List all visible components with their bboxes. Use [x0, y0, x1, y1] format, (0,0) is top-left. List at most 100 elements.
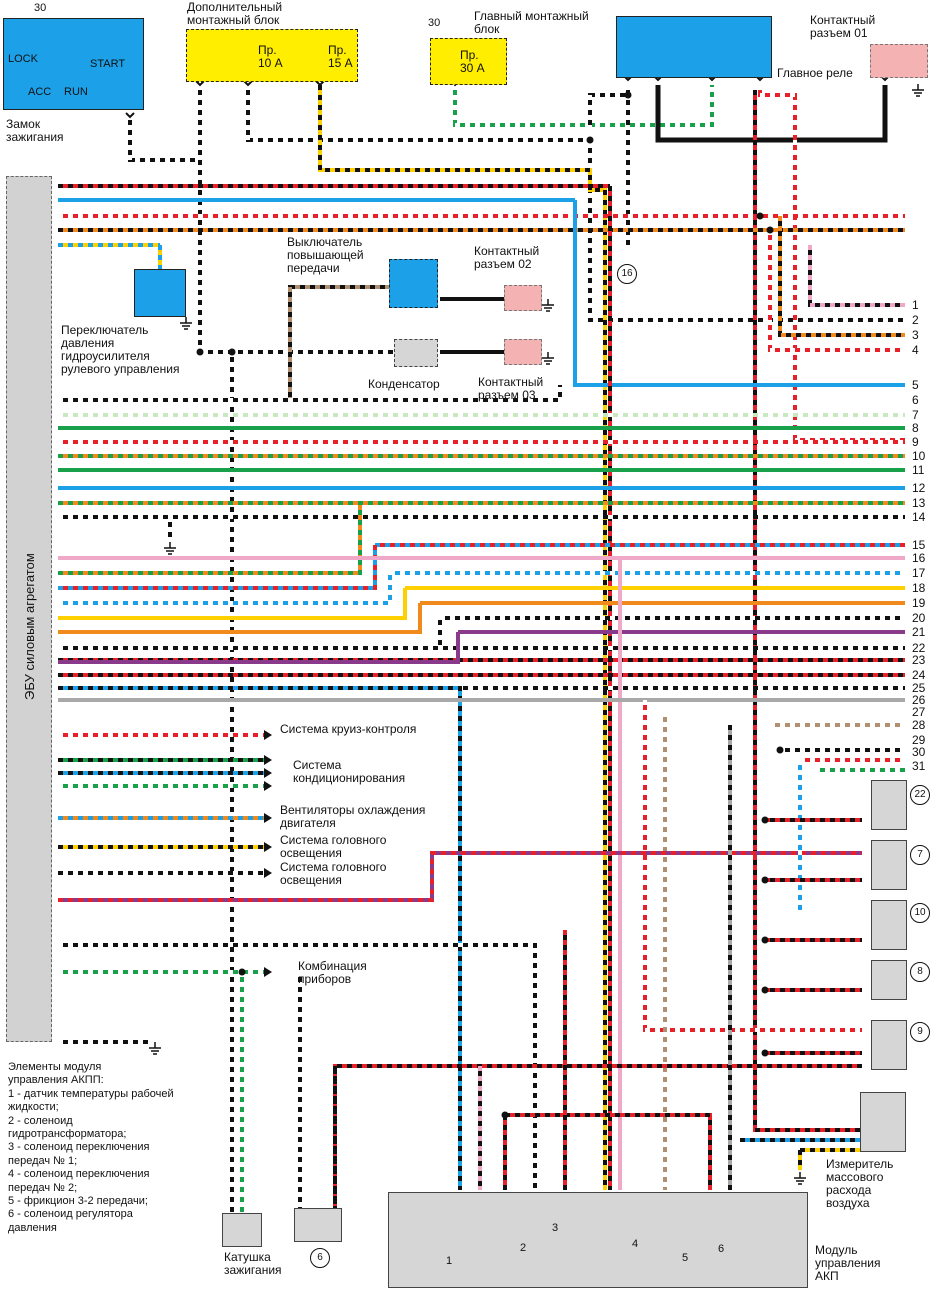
wire-25-stripe	[58, 385, 562, 402]
wire-20	[808, 245, 905, 307]
start-label: START	[90, 58, 126, 70]
junction-dot	[238, 968, 246, 976]
junction-dot	[776, 746, 784, 754]
wire-number-3: 3	[912, 328, 919, 342]
wire-number-15: 15	[912, 538, 926, 552]
main-block-title: Главный монтажный блок	[474, 9, 589, 36]
wire-48-stripe	[58, 545, 377, 590]
wire-number-18: 18	[912, 581, 926, 595]
tcm-element-1: 1	[446, 1255, 453, 1267]
wire-number-13: 13	[912, 496, 926, 510]
wire-52-stripe	[58, 618, 442, 650]
injector-box-22	[871, 780, 907, 830]
wire-67-stripe	[58, 943, 537, 1190]
tcm-element-6: 6	[718, 1243, 725, 1255]
wire-number-17: 17	[912, 566, 926, 580]
ignition-coil-title: Катушка зажигания	[224, 1250, 282, 1277]
condenser-title: Конденсатор	[368, 377, 440, 391]
injector-box-8	[871, 960, 907, 1000]
wire-70-stripe	[333, 1064, 862, 1210]
run-label: RUN	[64, 86, 88, 98]
connector-01-title: Контактный разъем 01	[810, 13, 876, 40]
cruise-label: Система круиз-контроля	[280, 722, 417, 736]
wire-number-16: 16	[912, 551, 926, 565]
wire-4	[453, 85, 714, 127]
wire-number-8: 8	[912, 421, 919, 435]
wire-48	[58, 545, 377, 590]
wire-number-29: 29	[912, 733, 926, 747]
wire-number-26: 26	[912, 693, 926, 707]
connector-chevron	[243, 80, 253, 87]
wire-57-stripe	[643, 700, 862, 1032]
tcm-title: Модуль управления АКП	[815, 1243, 881, 1283]
wire-55-stripe	[58, 686, 462, 1190]
wire-51	[58, 603, 422, 634]
wire-21-stripe	[778, 216, 905, 337]
connector-02-box	[504, 285, 542, 311]
aux-fuse-15a: Пр. 15 А	[328, 43, 353, 70]
acc-label: ACC	[28, 86, 52, 98]
wire-number-25: 25	[912, 681, 926, 695]
main-block-box	[430, 38, 507, 85]
connector-chevron	[315, 80, 325, 87]
wire-47	[58, 503, 362, 575]
injector-ref-9: 9	[910, 1022, 930, 1042]
wire-4-stripe	[453, 85, 714, 127]
wire-21	[778, 216, 905, 337]
wire-20-stripe	[808, 245, 905, 307]
ignition-30-label: 30	[34, 2, 47, 14]
ps-pressure-switch-title: Переключатель давления гидроусилителя ру…	[61, 323, 180, 376]
ground-symbol	[164, 542, 176, 555]
wire-number-20: 20	[912, 611, 926, 625]
wire-number-31: 31	[912, 759, 926, 773]
connector-marks	[125, 75, 924, 1185]
injector-ref-22: 22	[910, 785, 930, 805]
injector-box-10	[871, 900, 907, 950]
ground-symbol	[912, 84, 924, 97]
wire-number-28: 28	[912, 718, 926, 732]
junction-dot	[761, 876, 769, 884]
wire-73-stripe	[505, 1113, 712, 1190]
wire-1-stripe	[198, 85, 400, 354]
junction-dot	[196, 348, 204, 356]
wire-1	[198, 85, 400, 354]
wire-number-1: 1	[912, 298, 919, 312]
injector-coil-box	[294, 1208, 342, 1242]
connector-03-box	[504, 339, 542, 365]
junction-dot	[766, 226, 774, 234]
junction-dot	[761, 986, 769, 994]
connector-01-box	[870, 44, 928, 78]
wire-layer	[58, 85, 905, 1213]
wire-arrow	[264, 842, 272, 852]
aux-fuse-10a: Пр. 10 А	[258, 43, 283, 70]
junction-dot	[501, 1111, 509, 1119]
wire-number-21: 21	[912, 625, 926, 639]
ignition-lock-title: Замок зажигания	[6, 117, 64, 144]
wire-number-10: 10	[912, 449, 926, 463]
connector-03-title: Контактный разъем 03	[478, 375, 544, 402]
main-fuse-30a: Пр. 30 А	[460, 48, 485, 75]
ecu-box	[6, 176, 52, 1042]
connector-02-title: Контактный разъем 02	[474, 244, 540, 271]
wire-number-12: 12	[912, 481, 926, 495]
junction-dot	[761, 816, 769, 824]
wire-arrow	[264, 967, 272, 977]
headlights-2-label: Система головного освещения	[280, 860, 387, 887]
cluster-label: Комбинация приборов	[298, 959, 367, 986]
wire-number-6: 6	[912, 393, 919, 407]
wire-arrow	[264, 730, 272, 740]
ignition-lock-box	[3, 18, 144, 110]
wire-22-stripe	[768, 230, 905, 352]
wire-arrow	[264, 813, 272, 823]
tcm-element-4: 4	[632, 1238, 639, 1250]
main-relay-box	[616, 16, 772, 78]
injector-ref-7: 7	[910, 845, 930, 865]
wire-number-9: 9	[912, 435, 919, 449]
aux-block-box	[186, 29, 358, 82]
wire-number-7: 7	[912, 408, 919, 422]
wire-number-24: 24	[912, 668, 926, 682]
headlights-1-label: Система головного освещения	[280, 833, 387, 860]
wire-number-27: 27	[912, 705, 926, 719]
coil-ref-6: 6	[310, 1248, 330, 1268]
